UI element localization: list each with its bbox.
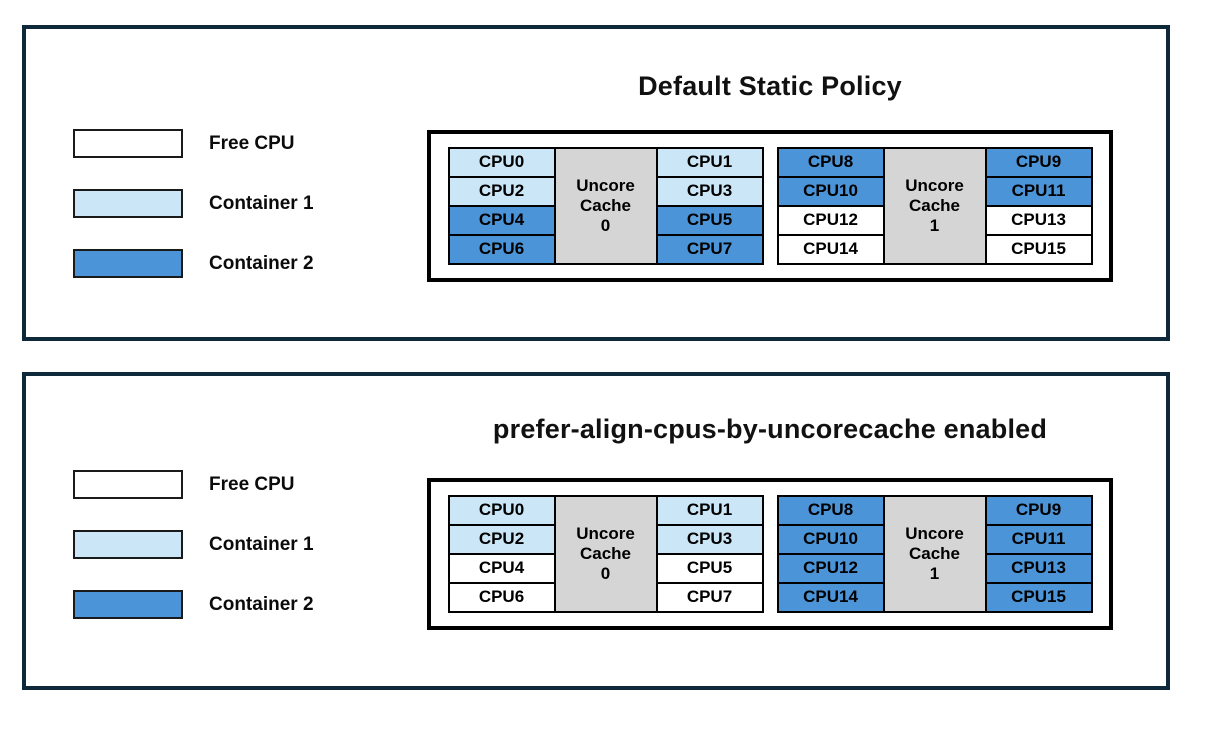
legend-item-free-cpu: Free CPU xyxy=(73,470,314,499)
legend-item-free-cpu: Free CPU xyxy=(73,129,314,158)
cpu-cell: CPU3 xyxy=(655,524,764,555)
legend-label: Free CPU xyxy=(209,473,295,495)
cpu-cell: CPU12 xyxy=(776,553,885,584)
uncore-line: Cache xyxy=(908,196,961,215)
cpu-cell: CPU11 xyxy=(984,524,1093,555)
cpu-cell: CPU4 xyxy=(447,553,556,584)
cpu-cell: CPU2 xyxy=(447,524,556,555)
cpu-cell: CPU2 xyxy=(447,176,556,207)
cpu-cell: CPU7 xyxy=(655,582,764,613)
cpu-column: CPU8 CPU10 CPU12 CPU14 xyxy=(776,147,885,265)
cpu-cell: CPU8 xyxy=(776,495,885,526)
legend-swatch-free-cpu xyxy=(73,129,183,158)
cpu-cell: CPU10 xyxy=(776,176,885,207)
cpu-column: CPU0 CPU2 CPU4 CPU6 xyxy=(447,495,556,613)
cpu-cell: CPU6 xyxy=(447,582,556,613)
legend-label: Container 2 xyxy=(209,252,314,274)
cpu-column: CPU0 CPU2 CPU4 CPU6 xyxy=(447,147,556,265)
legend-label: Container 1 xyxy=(209,533,314,555)
cpu-cell: CPU13 xyxy=(984,205,1093,236)
uncore-line: 0 xyxy=(600,216,611,235)
cpu-column: CPU1 CPU3 CPU5 CPU7 xyxy=(655,147,764,265)
uncore-cache-1-group: CPU8 CPU10 CPU12 CPU14 Uncore Cache 1 CP… xyxy=(776,495,1093,613)
cpu-cell: CPU9 xyxy=(984,495,1093,526)
panel-title: Default Static Policy xyxy=(638,71,902,101)
cpu-cell: CPU6 xyxy=(447,234,556,265)
cpu-cell: CPU8 xyxy=(776,147,885,178)
cpu-column: CPU9 CPU11 CPU13 CPU15 xyxy=(984,147,1093,265)
cpu-cell: CPU1 xyxy=(655,147,764,178)
uncore-cache-1-group: CPU8 CPU10 CPU12 CPU14 Uncore Cache 1 CP… xyxy=(776,147,1093,265)
cpu-cell: CPU12 xyxy=(776,205,885,236)
cpu-cell: CPU14 xyxy=(776,582,885,613)
uncore-line: Uncore xyxy=(576,176,635,195)
uncore-line: Cache xyxy=(579,196,632,215)
cpu-topology-diagram: CPU0 CPU2 CPU4 CPU6 Uncore Cache 0 CPU1 … xyxy=(427,478,1113,630)
legend-item-container-1: Container 1 xyxy=(73,189,314,218)
uncore-cache-box: Uncore Cache 1 xyxy=(882,495,987,613)
uncore-line: 1 xyxy=(929,564,940,583)
cpu-column: CPU1 CPU3 CPU5 CPU7 xyxy=(655,495,764,613)
uncore-cache-box: Uncore Cache 0 xyxy=(553,495,658,613)
cpu-column: CPU8 CPU10 CPU12 CPU14 xyxy=(776,495,885,613)
uncore-line: Uncore xyxy=(576,524,635,543)
cpu-cell: CPU13 xyxy=(984,553,1093,584)
uncore-line: Uncore xyxy=(905,176,964,195)
legend-swatch-free-cpu xyxy=(73,470,183,499)
uncore-cache-0-group: CPU0 CPU2 CPU4 CPU6 Uncore Cache 0 CPU1 … xyxy=(447,495,764,613)
cpu-cell: CPU4 xyxy=(447,205,556,236)
cpu-cell: CPU15 xyxy=(984,582,1093,613)
uncore-line: 0 xyxy=(600,564,611,583)
legend-label: Free CPU xyxy=(209,132,295,154)
panel-default-static-policy: Default Static Policy Free CPU Container… xyxy=(22,25,1170,341)
cpu-cell: CPU15 xyxy=(984,234,1093,265)
legend-label: Container 2 xyxy=(209,593,314,615)
cpu-cell: CPU1 xyxy=(655,495,764,526)
uncore-cache-box: Uncore Cache 0 xyxy=(553,147,658,265)
cpu-cell: CPU14 xyxy=(776,234,885,265)
cpu-cell: CPU10 xyxy=(776,524,885,555)
legend-label: Container 1 xyxy=(209,192,314,214)
cpu-cell: CPU0 xyxy=(447,147,556,178)
legend: Free CPU Container 1 Container 2 xyxy=(73,470,314,619)
legend-item-container-2: Container 2 xyxy=(73,249,314,278)
panel-prefer-align-cpus-by-uncorecache: prefer-align-cpus-by-uncorecache enabled… xyxy=(22,372,1170,690)
uncore-cache-0-group: CPU0 CPU2 CPU4 CPU6 Uncore Cache 0 CPU1 … xyxy=(447,147,764,265)
cpu-cell: CPU5 xyxy=(655,205,764,236)
cpu-cell: CPU9 xyxy=(984,147,1093,178)
legend-swatch-container-1 xyxy=(73,189,183,218)
legend-swatch-container-2 xyxy=(73,590,183,619)
legend-swatch-container-2 xyxy=(73,249,183,278)
panel-title: prefer-align-cpus-by-uncorecache enabled xyxy=(492,414,1048,444)
cpu-column: CPU9 CPU11 CPU13 CPU15 xyxy=(984,495,1093,613)
legend-item-container-2: Container 2 xyxy=(73,590,314,619)
cpu-cell: CPU11 xyxy=(984,176,1093,207)
cpu-cell: CPU7 xyxy=(655,234,764,265)
cpu-cell: CPU0 xyxy=(447,495,556,526)
uncore-line: 1 xyxy=(929,216,940,235)
cpu-cell: CPU3 xyxy=(655,176,764,207)
legend-swatch-container-1 xyxy=(73,530,183,559)
uncore-line: Uncore xyxy=(905,524,964,543)
uncore-cache-box: Uncore Cache 1 xyxy=(882,147,987,265)
cpu-cell: CPU5 xyxy=(655,553,764,584)
uncore-line: Cache xyxy=(908,544,961,563)
legend: Free CPU Container 1 Container 2 xyxy=(73,129,314,278)
legend-item-container-1: Container 1 xyxy=(73,530,314,559)
cpu-topology-diagram: CPU0 CPU2 CPU4 CPU6 Uncore Cache 0 CPU1 … xyxy=(427,130,1113,282)
uncore-line: Cache xyxy=(579,544,632,563)
